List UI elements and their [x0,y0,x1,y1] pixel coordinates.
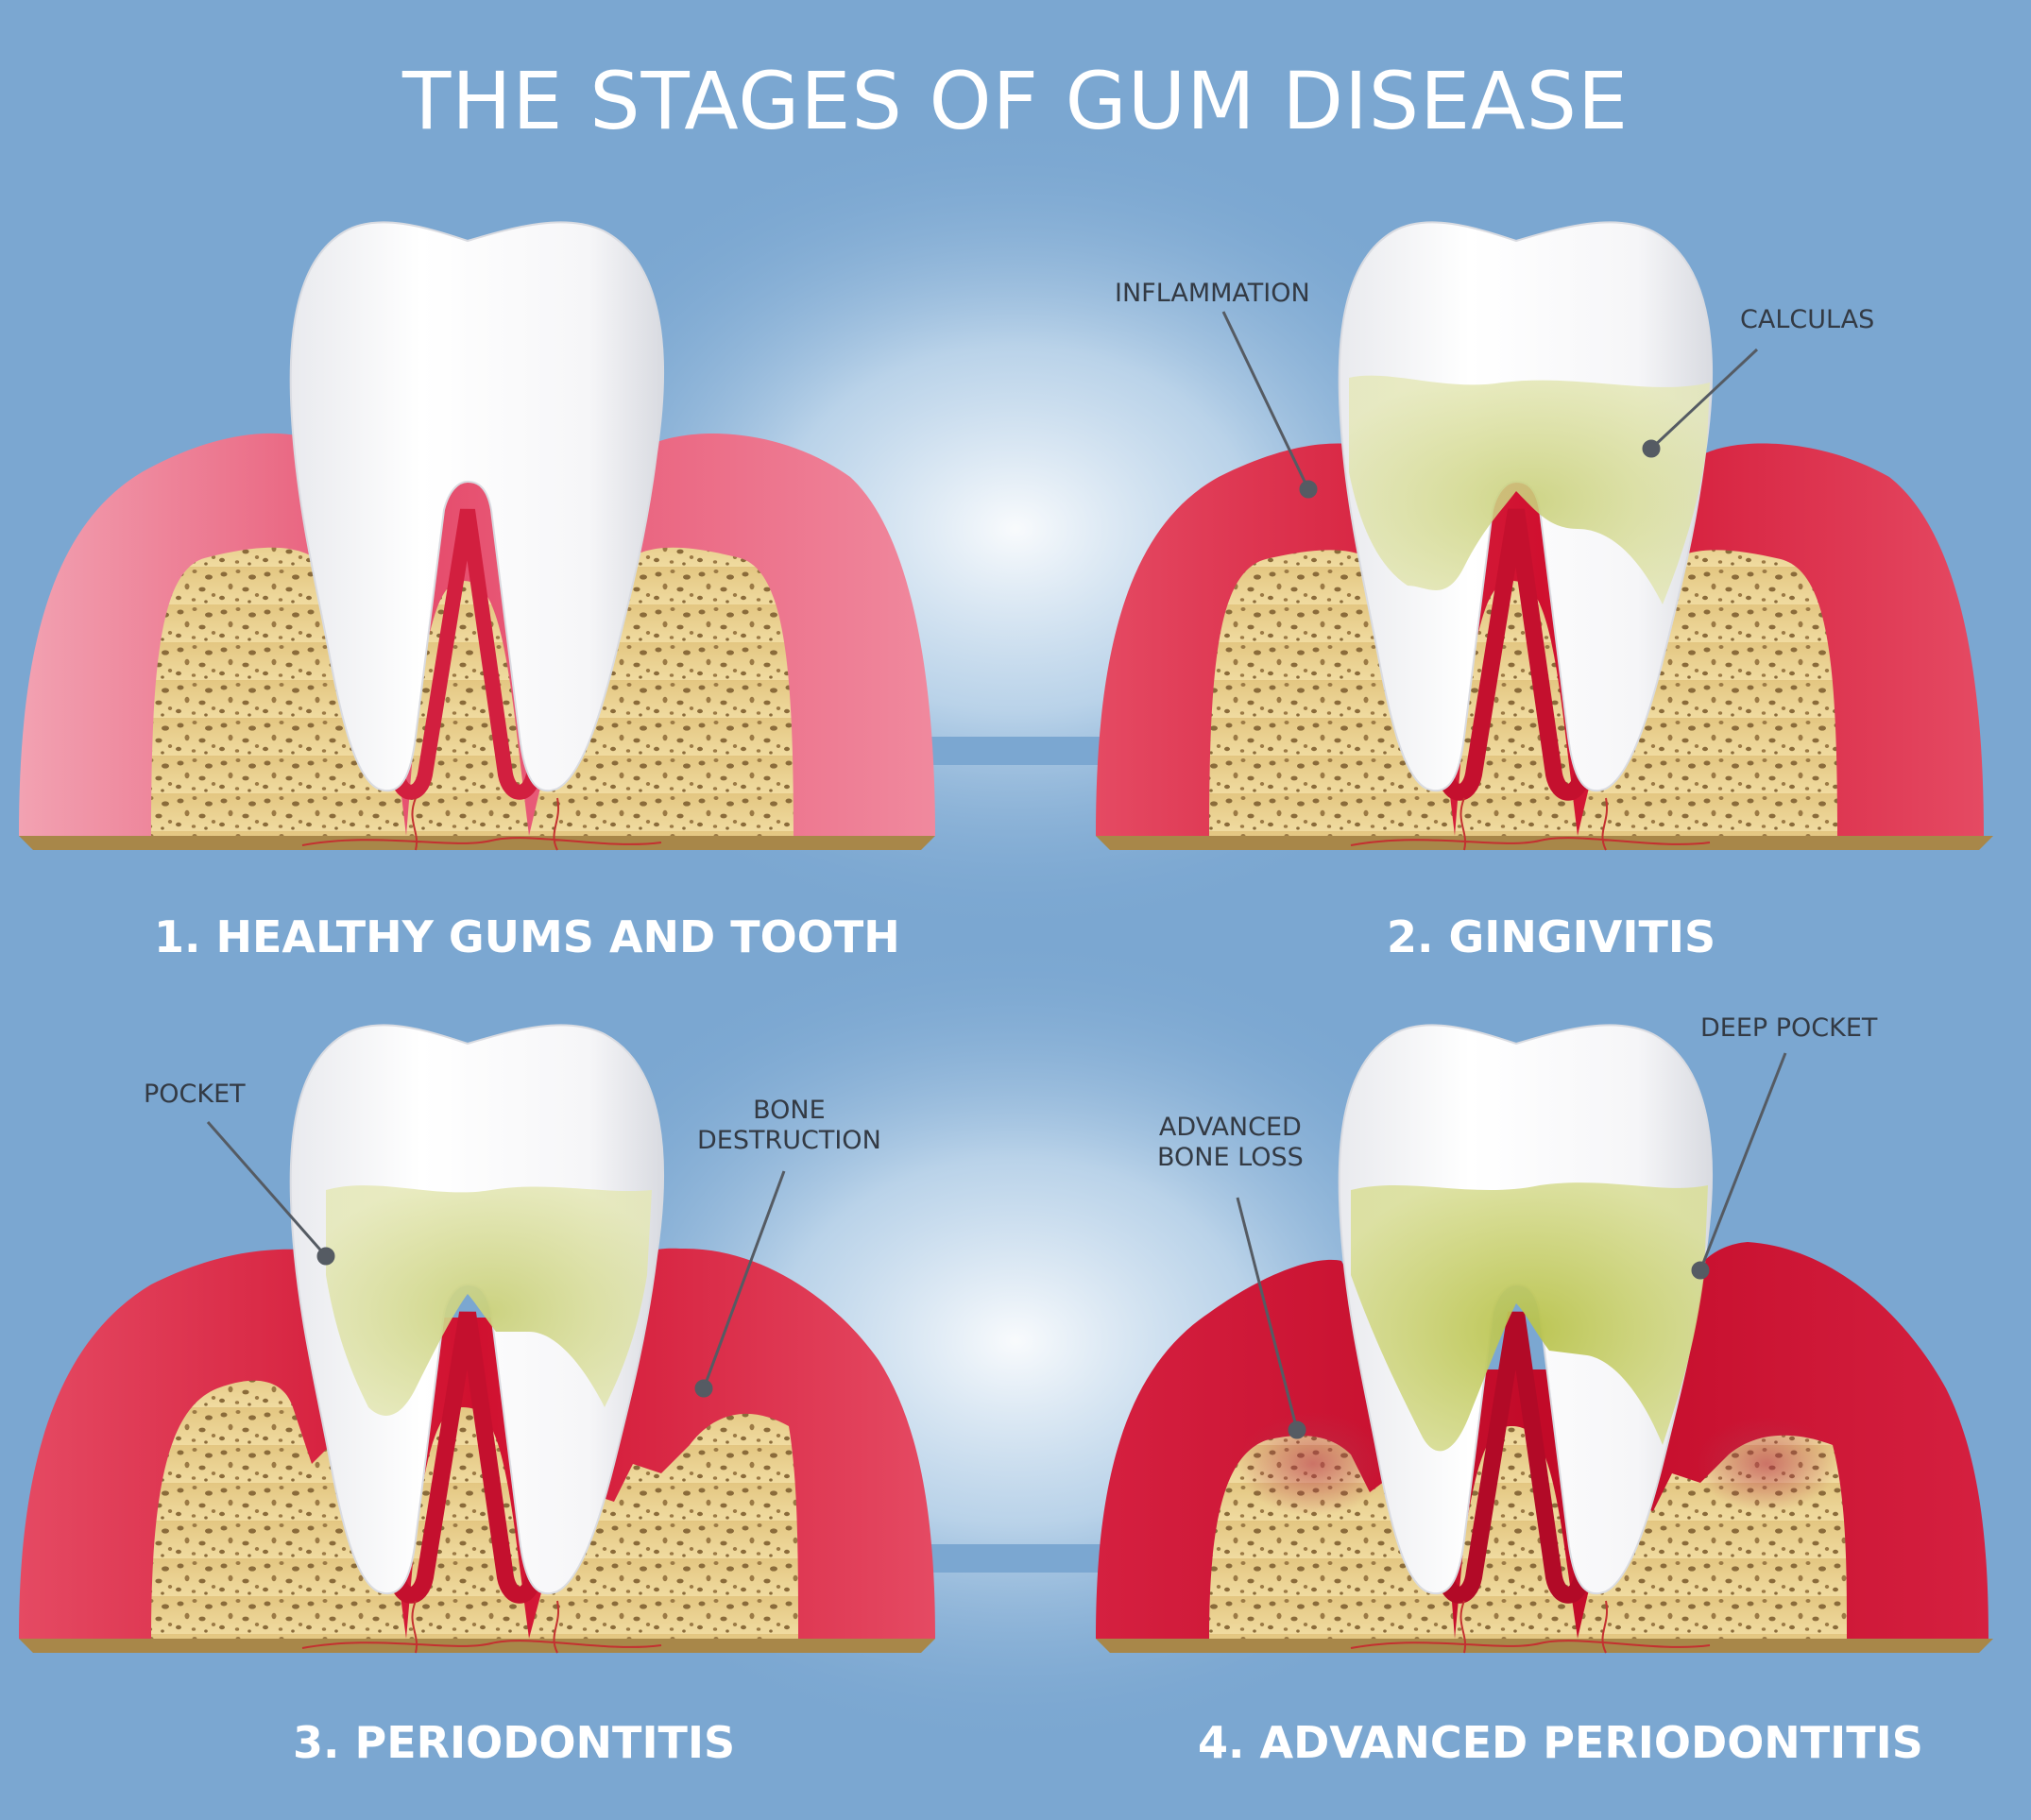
label-advanced-bone-loss: ADVANCED BONE LOSS [1157,1113,1304,1172]
panel-healthy [19,221,935,851]
leader-advanced-bone-loss [1236,1197,1299,1431]
leader-lines [206,311,1787,1439]
caption-stage-3: 3. PERIODONTITIS [293,1717,736,1768]
leader-deep-pocket-dot [1691,1261,1710,1280]
panel-advanced-periodontitis [1096,1024,1993,1654]
bone-destroyed-right [529,1413,798,1639]
base-shadow [1096,836,1993,850]
bone-loss-bruise-right [1696,1417,1837,1511]
calculus-deposit [326,1185,652,1416]
bone-right [529,547,794,836]
bone-destroyed-left [151,1380,406,1639]
leader-calculas-dot [1642,439,1661,458]
divider-band-top [907,737,1124,765]
nerve-lines [1350,797,1711,851]
nerve-lines [301,797,662,851]
nerve-lines [1350,1600,1711,1654]
gum-root-outline [1427,508,1605,801]
tooth [1338,1024,1714,1594]
leader-pocket [206,1121,328,1257]
tooth [289,221,665,791]
leader-inflammation-dot [1299,480,1318,499]
leader-bone-destruction [702,1170,786,1389]
label-bone-destruction: BONE DESTRUCTION [697,1096,881,1155]
label-pocket: POCKET [144,1080,246,1109]
caption-stage-1: 1. HEALTHY GUMS AND TOOTH [154,911,900,962]
tooth [289,1024,665,1594]
panel-periodontitis [19,1024,935,1654]
label-deep-pocket: DEEP POCKET [1700,1013,1878,1043]
leader-inflammation [1221,311,1310,490]
gum-root-outline [380,508,555,800]
label-calculas: CALCULAS [1740,305,1875,334]
leader-calculas [1649,348,1759,451]
caption-stage-4: 4. ADVANCED PERIODONTITIS [1198,1717,1923,1768]
leader-deep-pocket [1698,1052,1787,1271]
tooth [1338,221,1714,791]
gum-root-outline [1427,1311,1605,1604]
nerve-lines [301,1600,662,1654]
panel-gingivitis [1096,221,1993,851]
leader-bone-destruction-dot [694,1379,713,1398]
caption-stage-2: 2. GINGIVITIS [1387,911,1716,962]
bone-right [1578,550,1837,836]
label-inflammation: INFLAMMATION [1115,279,1310,308]
calculus-deposit [1349,375,1710,604]
leader-pocket-dot [316,1247,335,1266]
gum-root-outline [379,1311,556,1604]
calculus-heavy [1351,1182,1708,1452]
bone-loss-bruise-left [1237,1412,1389,1516]
base-shadow [1096,1639,1993,1653]
leader-advanced-bone-loss-dot [1288,1420,1306,1439]
page-title: THE STAGES OF GUM DISEASE [401,55,1630,147]
divider-band-bottom [907,1544,1124,1573]
